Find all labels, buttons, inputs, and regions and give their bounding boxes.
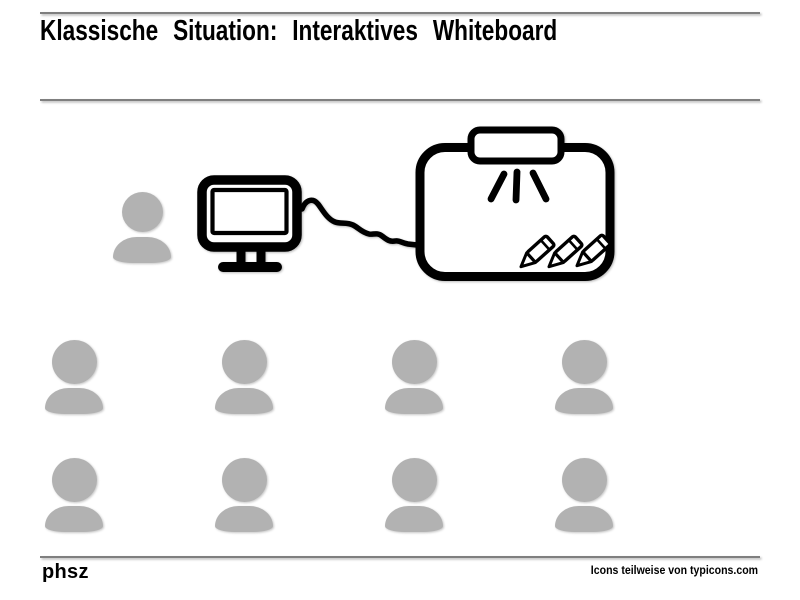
person-torso xyxy=(45,506,103,532)
person-torso xyxy=(385,506,443,532)
footer-divider xyxy=(40,556,760,558)
computer-icon xyxy=(197,175,302,272)
light-ray xyxy=(529,169,550,203)
pencil-icon xyxy=(575,233,612,268)
whiteboard-surface xyxy=(415,143,615,281)
light-ray xyxy=(487,170,508,203)
person-head xyxy=(391,340,437,384)
student-person-icon-6 xyxy=(215,458,273,532)
person-head xyxy=(221,458,267,502)
person-torso xyxy=(385,388,443,414)
monitor-base xyxy=(218,262,282,272)
whiteboard-icon xyxy=(415,143,615,281)
person-head xyxy=(391,458,437,502)
monitor-screen xyxy=(210,187,289,236)
title-divider xyxy=(40,99,760,101)
person-torso xyxy=(45,388,103,414)
person-head xyxy=(51,340,97,384)
student-person-icon-4 xyxy=(555,340,613,414)
monitor-leg xyxy=(236,249,246,265)
person-head xyxy=(561,340,607,384)
person-torso xyxy=(215,506,273,532)
projector-icon xyxy=(467,126,565,165)
monitor-frame xyxy=(197,175,302,252)
cable-line xyxy=(299,197,420,248)
person-head xyxy=(221,340,267,384)
student-person-icon-2 xyxy=(215,340,273,414)
person-torso xyxy=(555,506,613,532)
pencil-icon xyxy=(547,234,584,269)
student-person-icon-3 xyxy=(385,340,443,414)
top-divider xyxy=(40,12,760,14)
icons-credit: Icons teilweise von typicons.com xyxy=(590,563,758,577)
person-head xyxy=(121,192,163,232)
light-rays-icon xyxy=(487,168,550,204)
monitor-leg xyxy=(256,249,266,265)
student-person-icon-8 xyxy=(555,458,613,532)
person-head xyxy=(561,458,607,502)
projector-body xyxy=(467,126,565,165)
pencil-icon xyxy=(519,234,556,269)
student-person-icon-7 xyxy=(385,458,443,532)
person-torso xyxy=(113,237,171,263)
teacher-person-icon xyxy=(113,192,171,263)
student-person-icon-1 xyxy=(45,340,103,414)
person-torso xyxy=(215,388,273,414)
person-head xyxy=(51,458,97,502)
students-grid xyxy=(45,340,613,532)
light-ray xyxy=(512,168,521,204)
slide-title: Klassische Situation: Interaktives White… xyxy=(40,15,558,47)
phsz-logo: phsz xyxy=(42,561,89,583)
person-torso xyxy=(555,388,613,414)
student-person-icon-5 xyxy=(45,458,103,532)
